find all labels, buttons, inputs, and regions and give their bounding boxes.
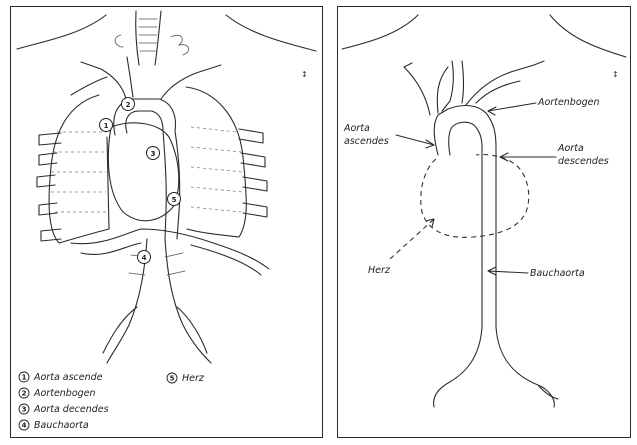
- label-aortenbogen: Aortenbogen: [537, 97, 600, 108]
- anatomy-diagram-right: Aortenbogen Aorta ascendes Aorta descend…: [337, 6, 631, 438]
- svg-text:Aorta ascende: Aorta ascende: [33, 372, 103, 383]
- svg-text:3: 3: [22, 406, 27, 414]
- heart: [108, 123, 178, 221]
- abdominal-aorta-left: [103, 239, 211, 363]
- right-aorta-drawing: Aortenbogen Aorta ascendes Aorta descend…: [338, 7, 630, 437]
- left-anatomy-drawing: 1 2 3 5 4 1 Aorta ascende 2: [11, 7, 322, 437]
- svg-text:5: 5: [170, 375, 175, 383]
- legend-item-aorta-ascende: 1 Aorta ascende: [19, 372, 103, 383]
- svg-text:Aorta decendes: Aorta decendes: [33, 404, 109, 415]
- marker-aortenbogen: 2: [122, 98, 135, 111]
- anatomy-diagram-left: 1 2 3 5 4 1 Aorta ascende 2: [10, 6, 323, 438]
- marker-bauchaorta: 4: [138, 251, 151, 264]
- svg-text:4: 4: [142, 254, 147, 262]
- label-aorta-ascendes-line1: Aorta: [343, 123, 370, 134]
- aorta-arch-right: [434, 106, 496, 155]
- marker-herz: 5: [168, 193, 181, 206]
- legend-item-bauchaorta: 4 Bauchaorta: [19, 420, 89, 431]
- legend-item-herz: 5 Herz: [167, 373, 205, 384]
- arrow-aorta-descendes: [500, 153, 556, 161]
- marker-aorta-descendens: 3: [147, 147, 160, 160]
- page-mark-right: ↕: [612, 70, 619, 79]
- neck-shoulder-outline-right: [342, 15, 626, 57]
- legend-item-aortenbogen: 2 Aortenbogen: [19, 388, 96, 399]
- label-herz: Herz: [368, 265, 391, 276]
- ribs-right: [239, 129, 267, 217]
- svg-text:1: 1: [22, 374, 27, 382]
- legend-item-aorta-decendes: 3 Aorta decendes: [19, 404, 109, 415]
- svg-text:1: 1: [104, 122, 109, 130]
- right-lung: [186, 87, 246, 237]
- svg-text:5: 5: [172, 196, 177, 204]
- svg-text:2: 2: [126, 101, 131, 109]
- label-bauchaorta: Bauchaorta: [530, 268, 585, 279]
- left-lung: [49, 95, 109, 243]
- arrow-bauchaorta: [488, 267, 528, 275]
- marker-aorta-ascendens: 1: [100, 119, 113, 132]
- svg-text:3: 3: [151, 150, 156, 158]
- arrow-herz: [390, 219, 434, 259]
- svg-text:2: 2: [22, 390, 27, 398]
- svg-text:Bauchaorta: Bauchaorta: [34, 420, 89, 431]
- legend: 1 Aorta ascende 2 Aortenbogen 3 Aorta de…: [19, 372, 205, 431]
- aorta-descending-left: [163, 131, 180, 239]
- arrow-aorta-ascendes: [396, 135, 434, 148]
- label-aorta-descendes-line1: Aorta: [557, 143, 584, 154]
- svg-text:Herz: Herz: [182, 373, 205, 384]
- page-mark-left: ↕: [301, 70, 308, 79]
- arch-branches: [71, 57, 221, 99]
- heart-outline-dashed: [421, 154, 529, 237]
- neck-shoulder-outline: [17, 15, 316, 51]
- svg-text:4: 4: [22, 422, 27, 430]
- label-aorta-ascendes-line2: ascendes: [344, 136, 389, 147]
- label-aorta-descendes-line2: descendes: [558, 156, 609, 167]
- svg-text:Aortenbogen: Aortenbogen: [33, 388, 96, 399]
- arrow-aortenbogen: [488, 103, 536, 115]
